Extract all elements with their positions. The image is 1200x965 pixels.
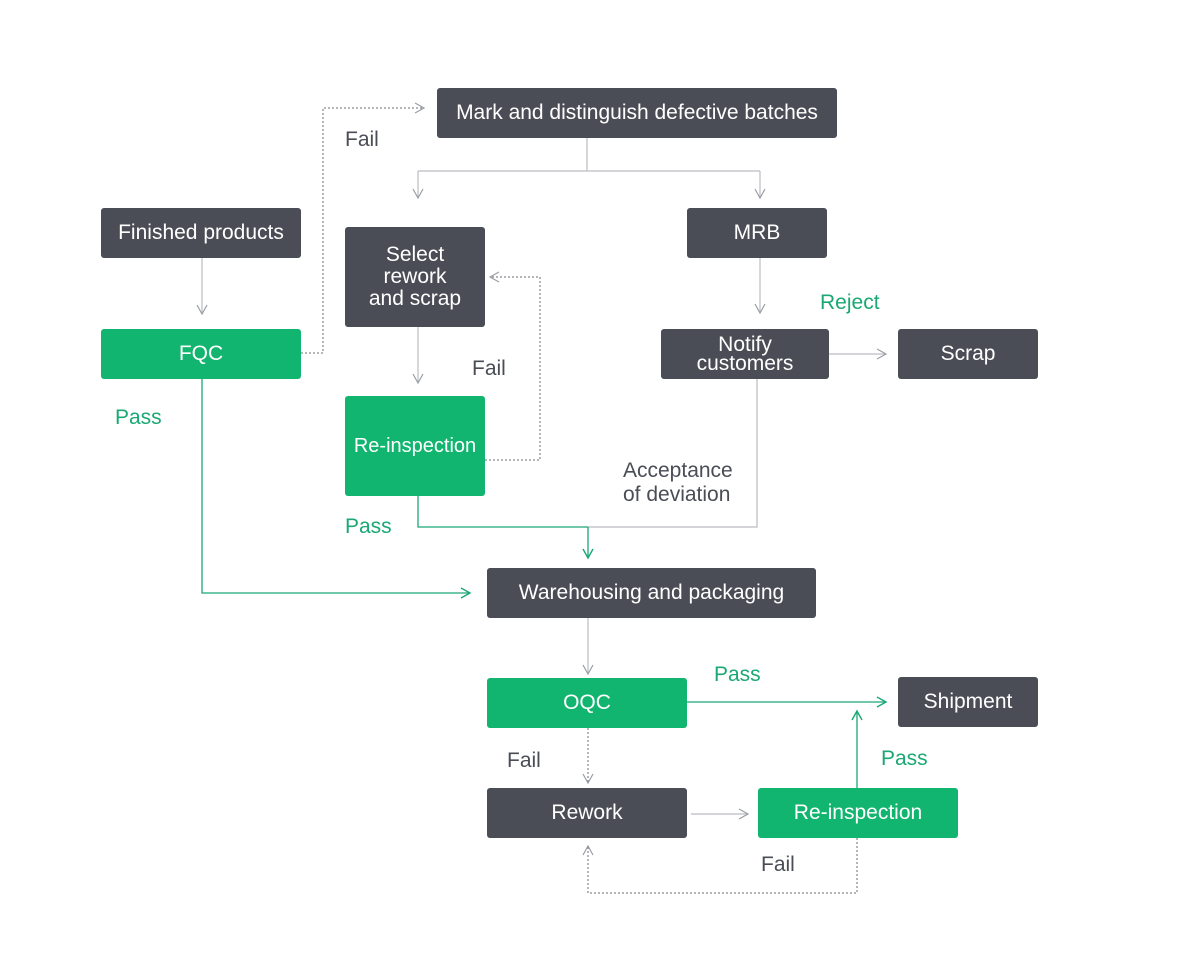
connector-mark-split [418,138,760,172]
connector-fqc-fail-to-mark [301,102,426,354]
node-mark-defective-batches-label: Mark and distinguish defective batches [456,101,818,124]
label-pass-reinspection-top: Pass [345,515,392,538]
label-pass-oqc: Pass [714,663,761,686]
node-notify-line-1: Notify [718,333,772,356]
node-oqc: OQC [487,678,687,728]
node-mrb: MRB [687,208,827,258]
node-reinspection-top: Re-inspection [345,396,485,496]
label-fail-fqc: Fail [345,128,379,151]
connector-reinspection-fail-to-rework [582,838,858,894]
node-reinspection-top-label: Re-inspection [353,435,477,457]
node-fqc: FQC [101,329,301,379]
node-scrap-label: Scrap [940,342,996,365]
node-select-line-3: and scrap [368,287,462,310]
node-notify-line-2: customers [696,352,794,375]
node-warehousing-packaging-label: Warehousing and packaging [518,581,785,604]
label-fail-reinspection-top: Fail [472,357,506,380]
node-mrb-label: MRB [733,221,781,244]
label-acceptance-of-deviation: Acceptance of deviation [623,459,733,507]
node-mark-defective-batches: Mark and distinguish defective batches [437,88,837,138]
label-acceptance-line-1: Acceptance [623,459,733,482]
label-pass-fqc: Pass [115,406,162,429]
node-shipment-label: Shipment [923,690,1013,713]
connector-fqc-pass-to-warehousing [201,379,472,599]
node-reinspection-bottom-label: Re-inspection [793,801,923,824]
node-reinspection-bottom: Re-inspection [758,788,958,838]
label-reject: Reject [820,291,880,314]
node-finished-products-label: Finished products [118,221,284,244]
node-rework: Rework [487,788,687,838]
node-shipment: Shipment [898,677,1038,727]
node-notify-customers: Notify customers [661,329,829,379]
label-acceptance-line-2: of deviation [623,483,731,506]
node-oqc-label: OQC [563,691,611,714]
connector-notify-acceptance [588,379,758,528]
label-fail-reinspection-bottom: Fail [761,853,795,876]
node-scrap: Scrap [898,329,1038,379]
node-warehousing-packaging: Warehousing and packaging [487,568,816,618]
node-select-line-1: Select [385,243,445,266]
node-rework-label: Rework [551,801,623,824]
node-fqc-label: FQC [178,342,224,365]
node-select-line-2: rework [383,265,447,288]
node-finished-products: Finished products [101,208,301,258]
label-fail-oqc: Fail [507,749,541,772]
connector-reinspection-pass [417,496,588,528]
label-pass-reinspection-bottom: Pass [881,747,928,770]
node-select-rework-scrap: Select rework and scrap [345,227,485,327]
